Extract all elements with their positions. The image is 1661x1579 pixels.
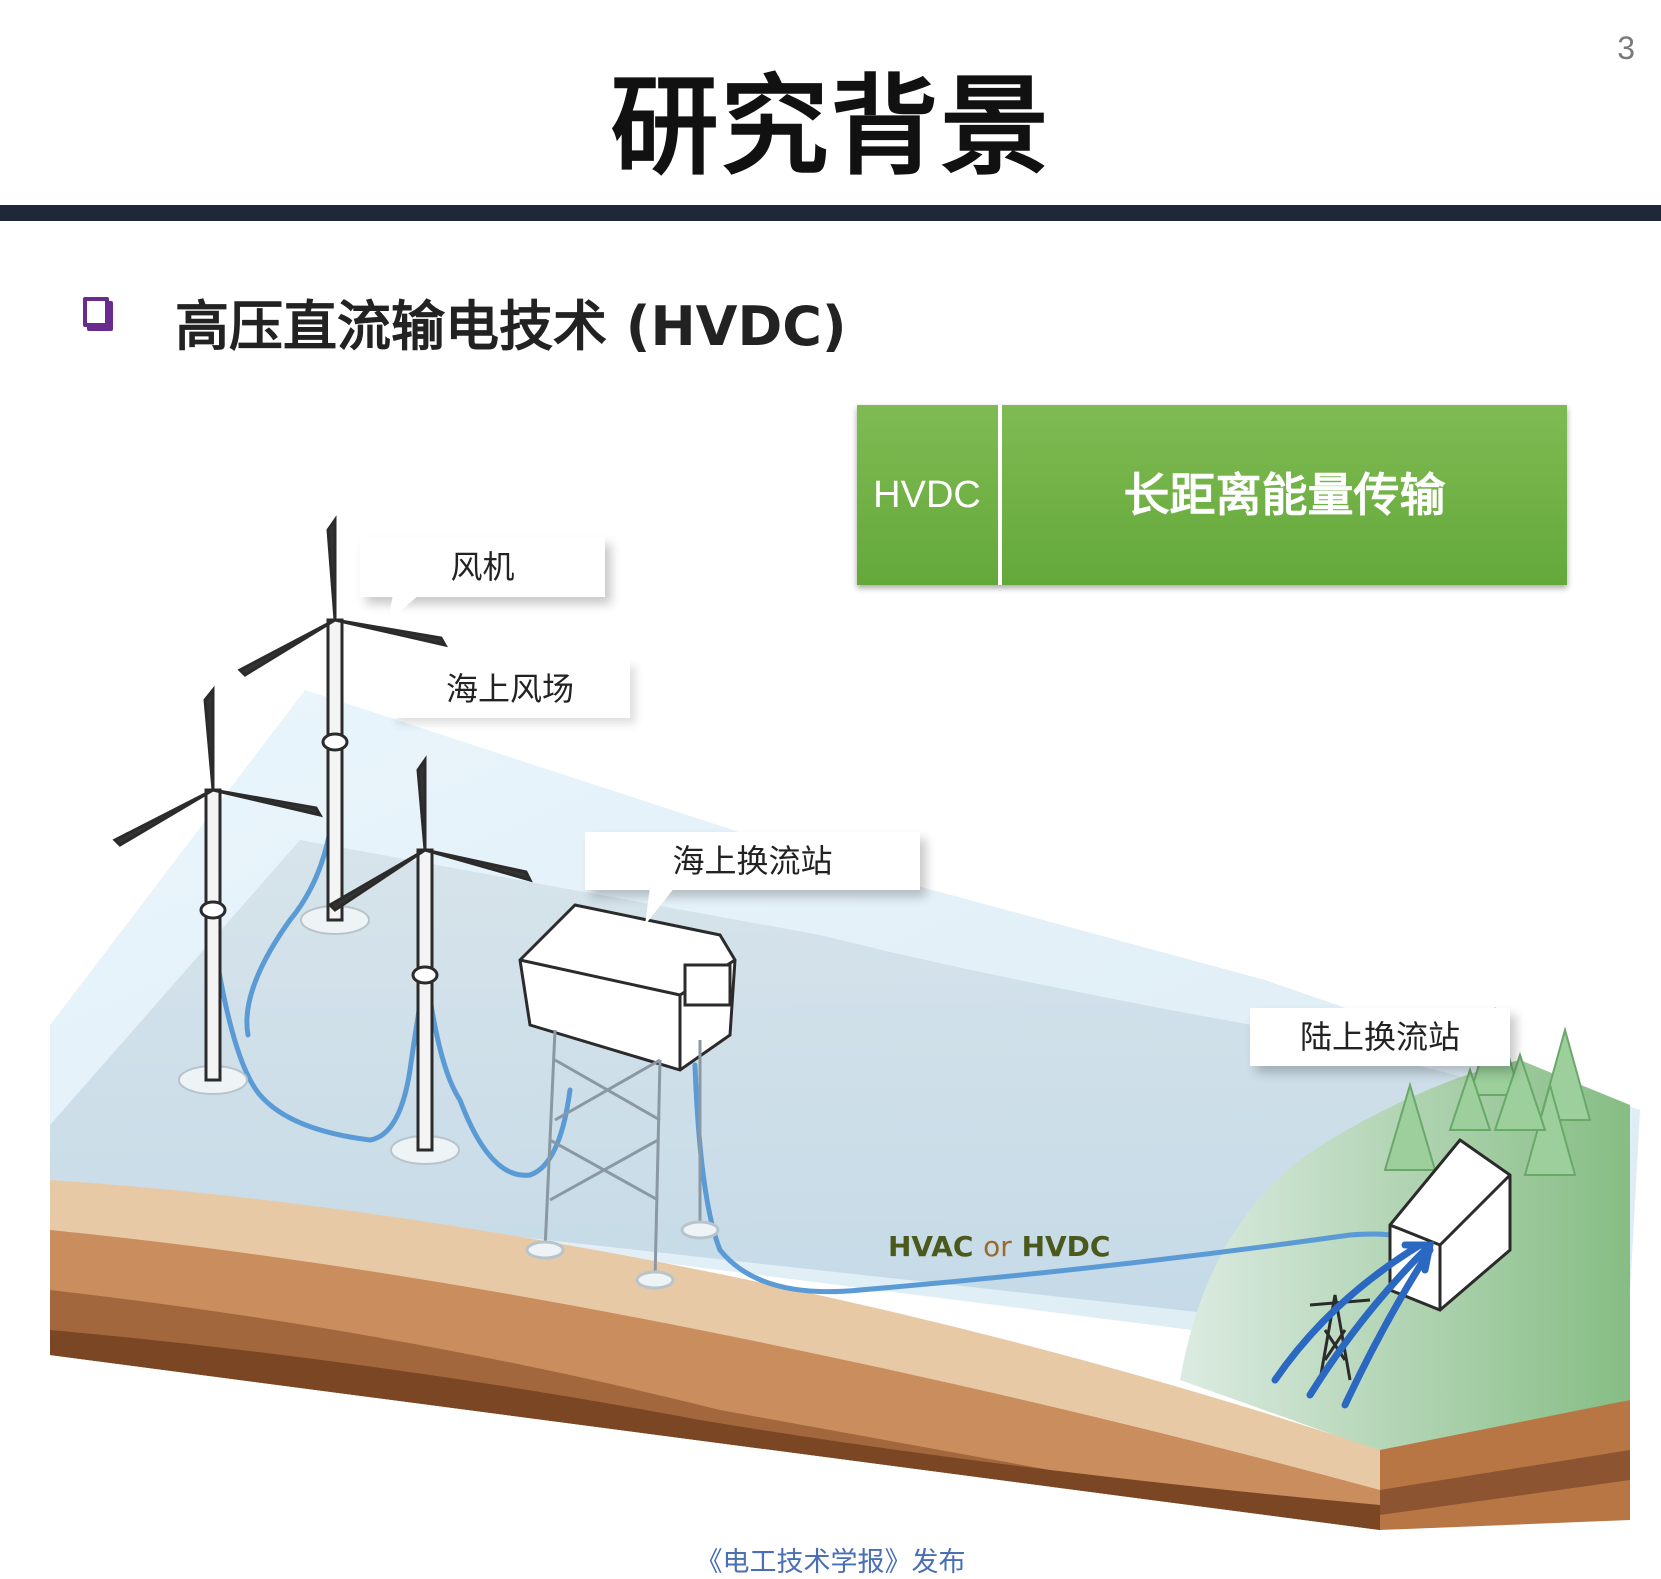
label-offshore-wind-farm-text: 海上风场 xyxy=(445,670,574,708)
label-offshore-wind-farm: 海上风场 xyxy=(390,660,630,718)
slide-title: 研究背景 xyxy=(610,65,1051,190)
callout-wind-turbine: 风机 xyxy=(360,537,605,597)
hvdc-divider xyxy=(998,405,1002,585)
title-divider xyxy=(0,205,1661,221)
callout-offshore-converter-text: 海上换流站 xyxy=(672,842,833,880)
footer-publisher: 《电工技术学报》发布 xyxy=(695,1547,966,1578)
hvdc-feature-box: HVDC 长距离能量传输 xyxy=(857,405,1567,585)
callout-onshore-converter-text: 陆上换流站 xyxy=(1299,1018,1460,1056)
bullet-heading: 高压直流输电技术 (HVDC) xyxy=(175,295,847,358)
wind-turbines xyxy=(112,515,533,1152)
subsea-cables xyxy=(207,747,1403,1295)
hvdc-label: HVDC xyxy=(873,474,981,516)
callout-pointer xyxy=(388,594,420,622)
seabed-water xyxy=(50,840,1630,1360)
callout-wind-turbine-text: 风机 xyxy=(450,548,515,586)
offshore-platform xyxy=(518,903,737,1290)
callout-offshore-converter: 海上换流站 xyxy=(585,832,920,890)
soil-bottom xyxy=(50,1330,1380,1530)
callout-onshore-converter: 陆上换流站 xyxy=(1250,1008,1510,1066)
power-flow-arrows xyxy=(1271,1241,1435,1409)
cable-type-label: HVAC or HVDC xyxy=(888,1230,1110,1263)
transmission-tower xyxy=(1309,1294,1371,1381)
callout-pointer xyxy=(645,887,675,925)
hvdc-description: 长距离能量传输 xyxy=(1123,468,1446,522)
cable-label-hvac: HVAC xyxy=(888,1230,974,1263)
cable-label-or: or xyxy=(983,1230,1012,1263)
cable-label-hvdc: HVDC xyxy=(1021,1230,1111,1263)
page-number: 3 xyxy=(1617,30,1635,66)
checkbox-bullet-icon xyxy=(83,297,109,327)
soil-layer-2 xyxy=(50,1230,1380,1530)
